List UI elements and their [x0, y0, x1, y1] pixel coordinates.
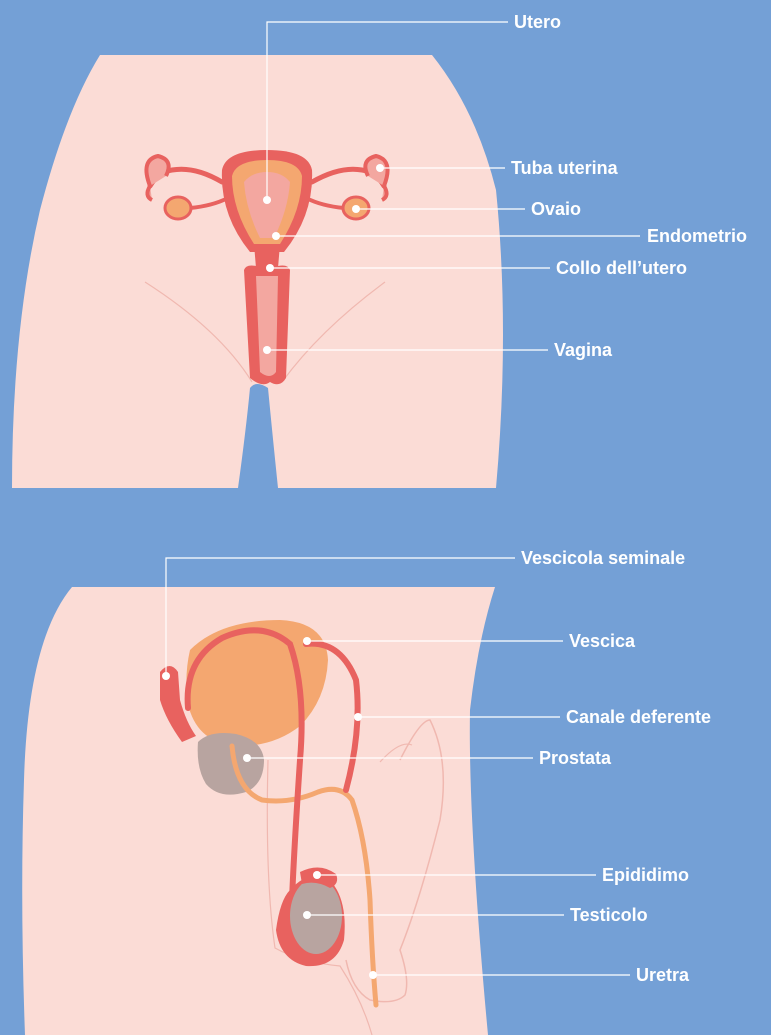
label-vagina: Vagina	[554, 340, 613, 360]
label-uretra: Uretra	[636, 965, 690, 985]
label-ovaio: Ovaio	[531, 199, 581, 219]
label-utero: Utero	[514, 12, 561, 32]
label-canale-deferente: Canale deferente	[566, 707, 711, 727]
label-testicolo: Testicolo	[570, 905, 648, 925]
label-collo-utero: Collo dell’utero	[556, 258, 687, 278]
testicle	[290, 878, 342, 954]
label-vescica: Vescica	[569, 631, 636, 651]
ovary-left	[165, 197, 191, 219]
label-tuba-uterina: Tuba uterina	[511, 158, 619, 178]
label-epididimo: Epididimo	[602, 865, 689, 885]
prostate	[198, 733, 264, 795]
cervix	[254, 244, 280, 268]
label-prostata: Prostata	[539, 748, 612, 768]
label-endometrio: Endometrio	[647, 226, 747, 246]
male-diagram: Vescicola seminale Vescica Canale defere…	[22, 548, 711, 1035]
female-diagram: Utero Tuba uterina Ovaio Endometrio Coll…	[12, 12, 747, 488]
label-vescicola-seminale: Vescicola seminale	[521, 548, 685, 568]
